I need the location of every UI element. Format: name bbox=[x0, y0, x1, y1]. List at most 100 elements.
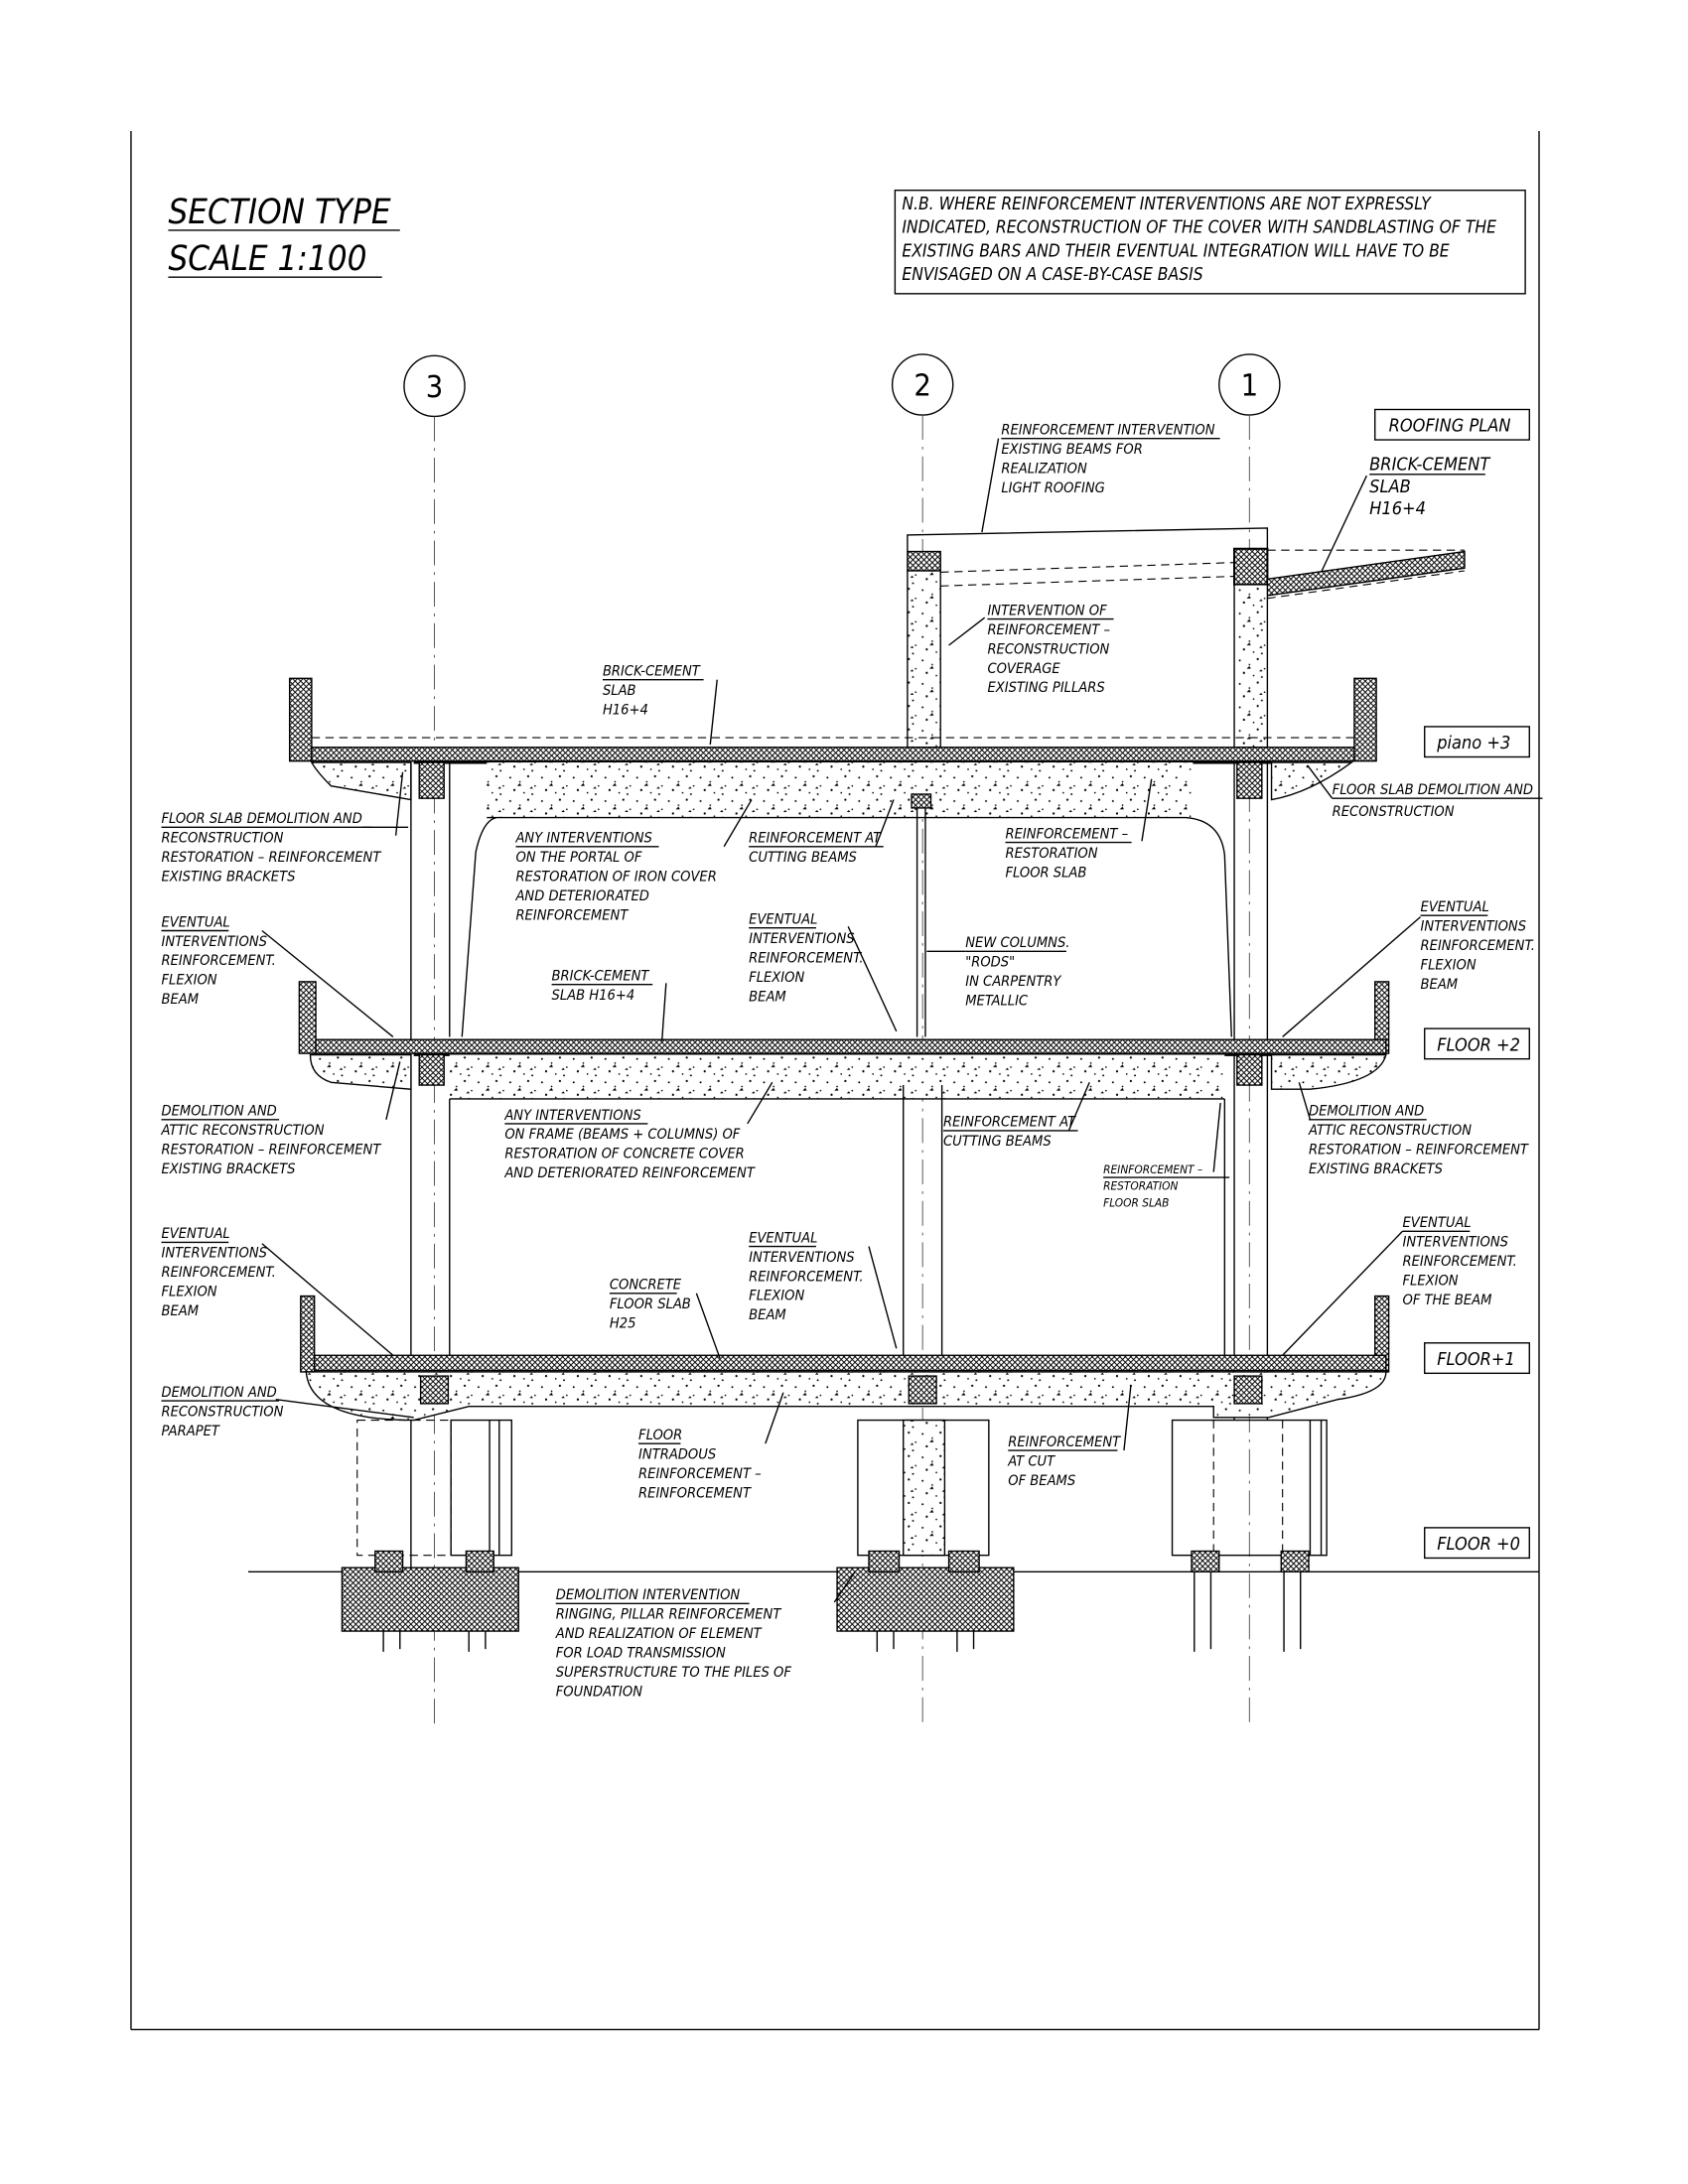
level-roofing-plan: ROOFING PLAN bbox=[1389, 416, 1511, 437]
callout-text: OF THE BEAM bbox=[1403, 1292, 1492, 1308]
callout-text: FLOOR SLAB DEMOLITION AND bbox=[1333, 781, 1533, 798]
callout-text: FLOOR SLAB bbox=[610, 1296, 691, 1312]
callout-text: EVENTUAL bbox=[162, 913, 230, 930]
callout-text: REINFORCEMENT. bbox=[749, 949, 863, 966]
callout-text: BEAM bbox=[162, 991, 200, 1008]
callout-text: REINFORCEMENT. bbox=[749, 1268, 863, 1285]
axis-label: 3 bbox=[426, 370, 443, 405]
callout-text: EXISTING BRACKETS bbox=[162, 1160, 296, 1177]
note-line: N.B. WHERE REINFORCEMENT INTERVENTIONS A… bbox=[902, 195, 1432, 214]
callout-text: METALLIC bbox=[965, 993, 1029, 1010]
callout-text: NEW COLUMNS. bbox=[965, 934, 1069, 951]
callout-label: REINFORCEMENT – RESTORATION FLOOR SLAB bbox=[1005, 825, 1132, 881]
callout-text: BRICK-CEMENT bbox=[1369, 455, 1490, 476]
callout-text: DEMOLITION AND bbox=[1309, 1103, 1424, 1120]
callout-text: AND REALIZATION OF ELEMENT bbox=[555, 1625, 763, 1642]
callout-text: FLOOR SLAB bbox=[1006, 864, 1087, 881]
callout-text: FLEXION bbox=[162, 972, 217, 989]
callout-label: EVENTUALINTERVENTIONSREINFORCEMENT.FLEXI… bbox=[749, 911, 864, 1005]
callout-text: FLOOR SLAB DEMOLITION AND bbox=[162, 810, 362, 827]
note-line: INDICATED, RECONSTRUCTION OF THE COVER W… bbox=[902, 218, 1496, 238]
callout-text: EVENTUAL bbox=[749, 1229, 817, 1246]
callout-text: FLEXION bbox=[749, 1288, 804, 1304]
callout-label: FLOOR SLAB DEMOLITION ANDRECONSTRUCTIONR… bbox=[161, 810, 382, 885]
callout-text: EXISTING BRACKETS bbox=[162, 868, 296, 885]
callout-text: INTERVENTIONS bbox=[1403, 1234, 1508, 1251]
callout-text: H25 bbox=[610, 1315, 636, 1332]
note-line: ENVISAGED ON A CASE-BY-CASE BASIS bbox=[902, 265, 1202, 285]
callout-text: REINFORCEMENT. bbox=[1403, 1253, 1517, 1270]
callout-text: FOUNDATION bbox=[556, 1683, 642, 1700]
callout-text: ANY INTERVENTIONS bbox=[503, 1107, 640, 1124]
callout-label: EVENTUALINTERVENTIONSREINFORCEMENT.FLEXI… bbox=[161, 913, 276, 1008]
note-line: EXISTING BARS AND THEIR EVENTUAL INTEGRA… bbox=[902, 241, 1449, 261]
callout-text: BEAM bbox=[749, 1306, 786, 1323]
callout-text: FLEXION bbox=[1421, 956, 1477, 973]
callout-text: BEAM bbox=[749, 988, 786, 1005]
callout-text: FLEXION bbox=[749, 969, 804, 986]
callout-text: RESTORATION OF CONCRETE COVER bbox=[504, 1146, 744, 1162]
callout-text: REINFORCEMENT bbox=[638, 1484, 752, 1501]
sheet-frame bbox=[130, 130, 1540, 2031]
callout-text: FLEXION bbox=[1403, 1272, 1459, 1289]
callout-text: REINFORCEMENT. bbox=[162, 1264, 276, 1281]
callout-text: IN CARPENTRY bbox=[965, 973, 1061, 990]
callout-text: EVENTUAL bbox=[749, 911, 817, 928]
callout-text: ANY INTERVENTIONS bbox=[514, 830, 651, 847]
callout-text: ON THE PORTAL OF bbox=[515, 849, 641, 866]
callout-text: INTERVENTIONS bbox=[162, 933, 267, 950]
callout-text: INTERVENTIONS bbox=[749, 1249, 854, 1266]
callout-text: REINFORCEMENT bbox=[515, 906, 629, 923]
callout-text: "RODS" bbox=[965, 954, 1015, 971]
callout-text: BEAM bbox=[1421, 976, 1459, 993]
callout-text: REINFORCEMENT – bbox=[987, 621, 1110, 638]
callout-text: LIGHT ROOFING bbox=[1001, 479, 1105, 496]
level-floor-0: FLOOR +0 bbox=[1437, 1534, 1520, 1555]
callout-text: AT CUT bbox=[1007, 1452, 1055, 1469]
callout-text: EXISTING BRACKETS bbox=[1309, 1160, 1443, 1177]
structure bbox=[248, 438, 1539, 1652]
callout-text: REINFORCEMENT bbox=[1008, 1433, 1121, 1450]
callout-label: EVENTUALINTERVENTIONSREINFORCEMENT.FLEXI… bbox=[161, 1225, 276, 1319]
callout-text: BRICK-CEMENT bbox=[552, 967, 650, 984]
callout-label: EVENTUAL INTERVENTIONS REINFORCEMENT. FLEXI… bbox=[749, 1229, 864, 1323]
callout-text: RESTORATION – REINFORCEMENT bbox=[162, 849, 382, 866]
callout-text: RESTORATION bbox=[1103, 1179, 1178, 1193]
callout-text: BRICK-CEMENT bbox=[603, 663, 701, 680]
level-floor-2: FLOOR +2 bbox=[1437, 1034, 1520, 1055]
title-scale: SCALE 1:100 bbox=[168, 239, 366, 279]
callout-text: CUTTING BEAMS bbox=[749, 849, 857, 866]
level-piano-3: piano +3 bbox=[1436, 733, 1510, 753]
level-tags: ROOFING PLAN piano +3 FLOOR +2 FLOOR+1 F… bbox=[1374, 408, 1530, 1560]
callout-text: EVENTUAL bbox=[1421, 898, 1489, 915]
callout-text: REINFORCEMENT – bbox=[1006, 825, 1129, 842]
level-floor-1: FLOOR+1 bbox=[1437, 1349, 1515, 1370]
callout-text: H16+4 bbox=[1369, 498, 1426, 519]
callout-text: DEMOLITION INTERVENTION bbox=[556, 1586, 741, 1603]
callout-text: INTERVENTION OF bbox=[987, 602, 1107, 618]
callout-text: COVERAGE bbox=[987, 660, 1060, 677]
callout-label: EVENTUALINTERVENTIONSREINFORCEMENT.FLEXI… bbox=[1402, 1214, 1517, 1308]
callout-text: RESTORATION bbox=[1006, 845, 1098, 862]
callout-text: EXISTING BEAMS FOR bbox=[1001, 441, 1143, 458]
callout-text: REINFORCEMENT AT bbox=[749, 830, 882, 847]
callout-text: ATTIC RECONSTRUCTION bbox=[1308, 1122, 1472, 1139]
callout-text: INTERVENTIONS bbox=[1421, 917, 1526, 934]
callout-text: RECONSTRUCTION bbox=[1333, 803, 1455, 820]
